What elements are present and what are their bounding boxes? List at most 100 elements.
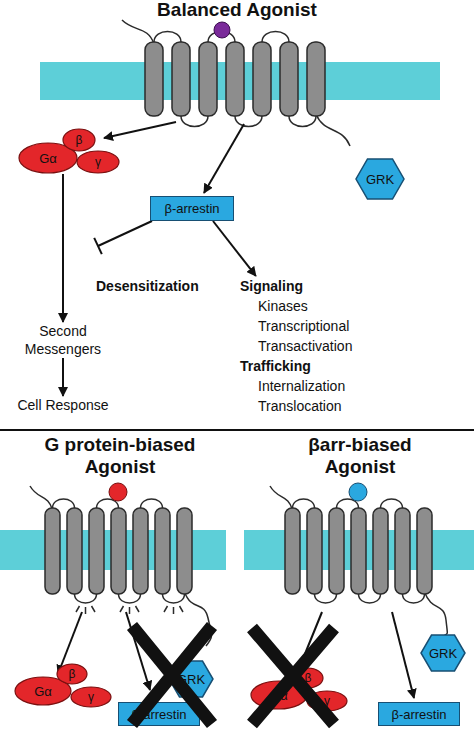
- receptor-loop: [154, 32, 181, 43]
- kinase-hexagon: [421, 635, 465, 671]
- process-text: Cell Response: [8, 396, 118, 414]
- transmembrane-helix: [307, 42, 325, 116]
- node-text: Second Messengers: [8, 322, 118, 358]
- transmembrane-helix: [373, 508, 388, 594]
- receptor-n-terminus: [270, 486, 293, 510]
- node-text: Gα: [34, 684, 52, 699]
- receptor-loop: [163, 594, 185, 603]
- transmembrane-helix: [89, 508, 104, 594]
- g-gamma-subunit: γ: [76, 150, 120, 174]
- transmembrane-helix: [351, 508, 366, 594]
- arrestin-box: β-arrestin: [150, 196, 234, 221]
- blocked-cross: [252, 628, 334, 724]
- conformation-burst: [120, 606, 139, 614]
- kinase-hexagon: [169, 661, 213, 697]
- ligand: [109, 483, 127, 501]
- grk-hexagon: GRK: [420, 634, 466, 672]
- receptor-loop: [75, 594, 97, 603]
- receptor-loop: [403, 594, 425, 603]
- panel-heading: G protein-biased Agonist: [20, 434, 220, 478]
- node-text: Internalization: [240, 376, 345, 396]
- inhibition-bar: [94, 238, 102, 254]
- flow-arrow: [213, 221, 256, 276]
- receptor-c-terminus: [185, 592, 212, 646]
- arrestin-box: β-arrestin: [378, 702, 460, 726]
- panel-heading: βarr-biased Agonist: [280, 434, 440, 478]
- transmembrane-helix: [329, 508, 344, 594]
- node-text: Trafficking: [240, 356, 311, 376]
- transmembrane-helix: [253, 42, 271, 116]
- flow-arrow: [62, 174, 64, 322]
- subunit-ellipse: [71, 687, 111, 707]
- receptor-loop: [315, 594, 337, 603]
- outcome-list: SignalingKinasesTranscriptionalTransacti…: [240, 276, 372, 416]
- subunit-ellipse: [293, 668, 323, 688]
- blocked-cross: [132, 626, 212, 724]
- receptor-loop: [262, 32, 289, 43]
- node-text: β: [76, 133, 83, 147]
- transmembrane-helix: [199, 42, 217, 116]
- node-text: GRK: [366, 172, 394, 187]
- activation-arrow: [204, 124, 244, 193]
- activation-arrow: [296, 612, 322, 676]
- g-gamma-subunit: γ: [306, 690, 348, 712]
- subunit-ellipse: [77, 151, 119, 173]
- node-text: γ: [88, 690, 94, 704]
- transmembrane-helix: [177, 508, 192, 594]
- transmembrane-helix: [155, 508, 170, 594]
- subunit-ellipse: [63, 129, 95, 151]
- receptor-loop: [141, 499, 163, 508]
- transmembrane-helix: [417, 508, 432, 594]
- arrestin-box: β-arrestin: [118, 702, 200, 726]
- transmembrane-helix: [133, 508, 148, 594]
- transmembrane-helix: [395, 508, 410, 594]
- node-text: Transcriptional: [240, 316, 349, 336]
- process-label: Desensitization: [96, 276, 236, 296]
- node-text: β-arrestin: [164, 201, 219, 216]
- receptor-loop: [181, 116, 208, 127]
- receptor-loop: [235, 116, 262, 127]
- receptor-c-terminus: [425, 592, 448, 636]
- activation-arrow: [392, 612, 414, 698]
- subunit-ellipse: [307, 691, 347, 711]
- receptor-loop: [293, 499, 315, 508]
- node-text: Translocation: [240, 396, 342, 416]
- transmembrane-helix: [67, 508, 82, 594]
- transmembrane-helix: [45, 508, 60, 594]
- node-text: β: [305, 671, 312, 685]
- conformation-burst: [164, 606, 183, 614]
- receptor-n-terminus: [122, 20, 154, 44]
- subunit-ellipse: [57, 664, 87, 684]
- node-text: β-arrestin: [391, 707, 446, 722]
- g-gamma-subunit: γ: [70, 686, 112, 708]
- grk-hexagon: GRK: [168, 660, 214, 698]
- g-beta-subunit: β: [62, 128, 96, 152]
- node-text: Transactivation: [240, 336, 352, 356]
- node-text: GRK: [429, 646, 457, 661]
- ligand: [214, 22, 230, 38]
- node-text: GRK: [177, 672, 205, 687]
- activation-arrow: [104, 122, 176, 138]
- grk-hexagon: GRK: [355, 158, 405, 200]
- receptor-loop: [359, 594, 381, 603]
- node-text: Cell Response: [17, 396, 108, 414]
- g-beta-subunit: β: [56, 663, 88, 685]
- node-text: Kinases: [240, 296, 308, 316]
- transmembrane-helix: [285, 508, 300, 594]
- receptor-c-terminus: [316, 114, 350, 146]
- node-text: γ: [95, 155, 101, 169]
- receptor-loop: [289, 116, 316, 127]
- panel-heading: Balanced Agonist: [0, 0, 474, 21]
- node-text: Gα: [270, 688, 288, 703]
- node-text: Gα: [39, 151, 57, 166]
- kinase-hexagon: [356, 159, 404, 199]
- process-text: Second Messengers: [8, 322, 118, 358]
- transmembrane-helix: [111, 508, 126, 594]
- receptor-n-terminus: [30, 486, 53, 510]
- flow-arrow: [62, 358, 64, 396]
- ligand: [349, 483, 367, 501]
- node-text: β-arrestin: [131, 707, 186, 722]
